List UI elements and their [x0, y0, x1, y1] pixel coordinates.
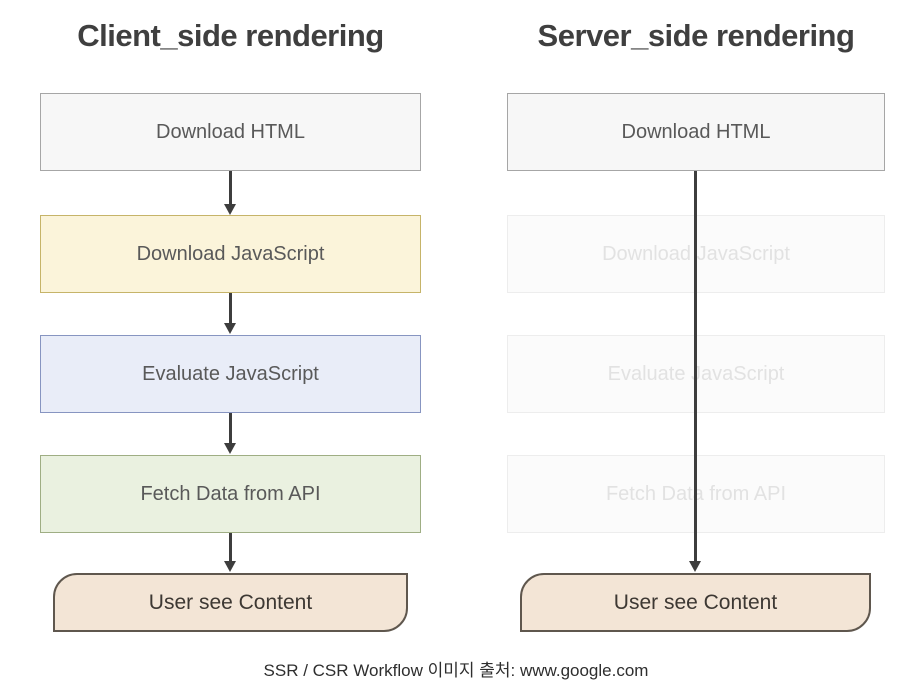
client-step-download-javascript: Download JavaScript [40, 215, 421, 293]
server-column-title: Server_side rendering [537, 18, 855, 53]
down-arrow [224, 533, 236, 572]
client-step-fetch-data: Fetch Data from API [40, 455, 421, 533]
down-arrow [224, 293, 236, 334]
client-column-title: Client_side rendering [77, 18, 384, 53]
client-terminal-user-see-content: User see Content [53, 573, 408, 632]
down-arrow [224, 413, 236, 454]
server-step-download-html: Download HTML [507, 93, 885, 171]
client-step-download-html: Download HTML [40, 93, 421, 171]
down-arrow [224, 171, 236, 215]
long-down-arrow [689, 171, 701, 572]
server-terminal-user-see-content: User see Content [520, 573, 871, 632]
client-step-evaluate-javascript: Evaluate JavaScript [40, 335, 421, 413]
image-source-caption: SSR / CSR Workflow 이미지 출처: www.google.co… [263, 661, 649, 680]
